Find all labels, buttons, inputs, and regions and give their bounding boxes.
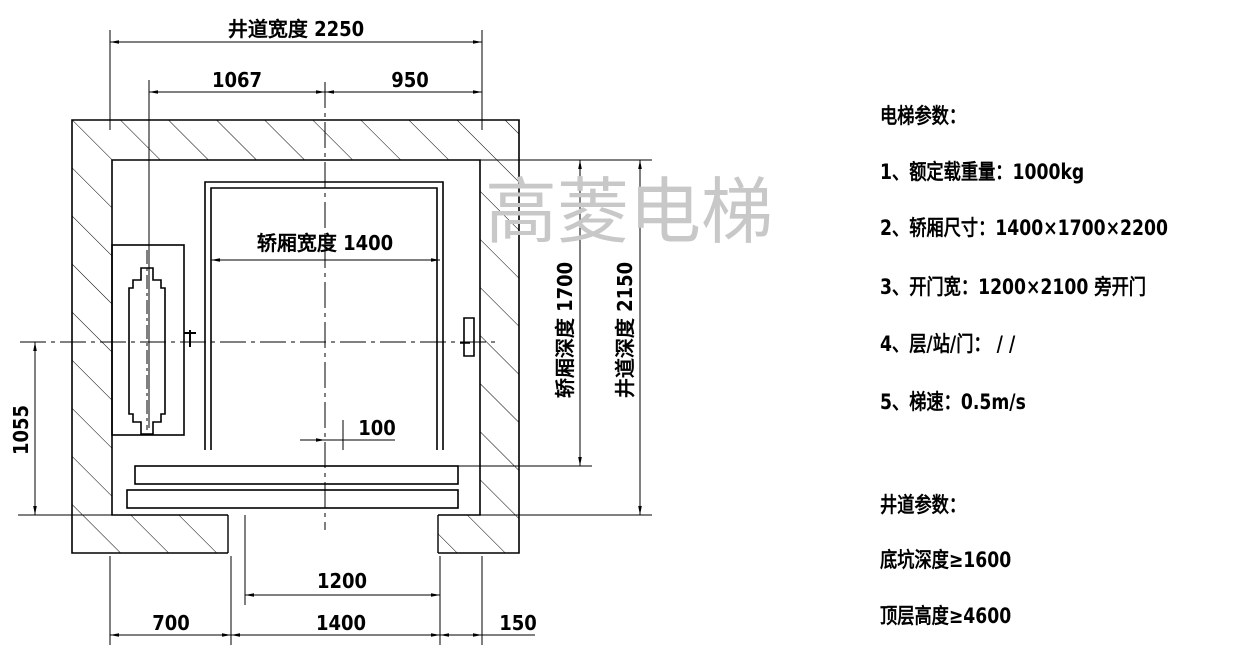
label-100: 100 [358,416,396,440]
elevator-param-item: 5、梯速：0.5m/s [880,390,1026,414]
label-shaft-width: 井道宽度 2250 [228,17,364,41]
elevator-param-item: 4、层/站/门： / / [880,332,1016,356]
shaft-param-item: 顶层高度≥4600 [880,604,1012,628]
label-bottom-mid: 1400 [316,611,366,635]
elevator-param-item: 2、轿厢尺寸：1400×1700×2200 [880,216,1168,240]
extension-lines [18,30,652,645]
label-left-center: 1067 [212,68,262,92]
parameters-panel: 电梯参数： 1、额定载重量：1000kg 2、轿厢尺寸：1400×1700×22… [880,0,1248,660]
label-car-width: 轿厢宽度 1400 [257,231,393,255]
label-1055: 1055 [9,405,33,455]
car-rail-right [460,317,475,357]
label-center-right: 950 [391,68,429,92]
label-car-depth: 轿厢深度 1700 [553,262,577,398]
shaft-params-title: 井道参数： [880,493,967,517]
watermark: 高菱电梯 [485,170,773,254]
label-door-width: 1200 [317,569,367,593]
car-rail-left [184,330,196,347]
elevator-param-item: 1、额定载重量：1000kg [880,160,1085,184]
elevator-params-title: 电梯参数： [880,104,967,128]
label-bottom-right: 150 [499,611,537,635]
elevator-shaft-plan: 高菱电梯 井道宽度 2250 1067 950 轿厢宽度 1400 轿厢深度 1… [9,17,773,645]
label-bottom-left: 700 [152,611,190,635]
elevator-car [204,181,444,450]
shaft-param-item: 底坑深度≥1600 [880,548,1012,572]
label-shaft-depth: 井道深度 2150 [613,262,637,398]
counterweight [111,244,185,436]
shaft-wall [71,119,520,554]
door-sills [126,465,459,509]
center-lines [20,82,500,530]
elevator-param-item: 3、开门宽：1200×2100 旁开门 [880,275,1147,299]
door-opening [228,514,438,554]
